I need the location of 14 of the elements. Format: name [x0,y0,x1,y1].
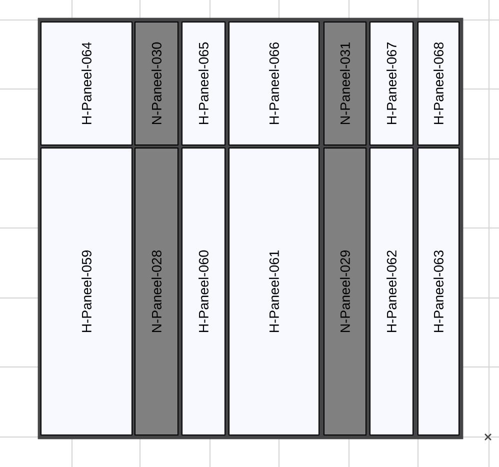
panel: H-Paneel-059 [40,148,132,436]
panel: H-Paneel-066 [228,22,320,146]
panel: H-Paneel-068 [418,22,460,146]
panel: N-Paneel-030 [134,22,178,146]
panel: N-Paneel-031 [324,22,366,146]
panel: N-Paneel-029 [324,148,366,436]
panel: H-Paneel-063 [418,148,460,436]
panel: H-Paneel-062 [370,148,414,436]
panel: H-Paneel-067 [370,22,414,146]
panel: N-Paneel-028 [134,148,178,436]
panel: H-Paneel-065 [182,22,226,146]
panel: H-Paneel-064 [40,22,132,146]
panel: H-Paneel-061 [228,148,320,436]
panel: H-Paneel-060 [182,148,226,436]
